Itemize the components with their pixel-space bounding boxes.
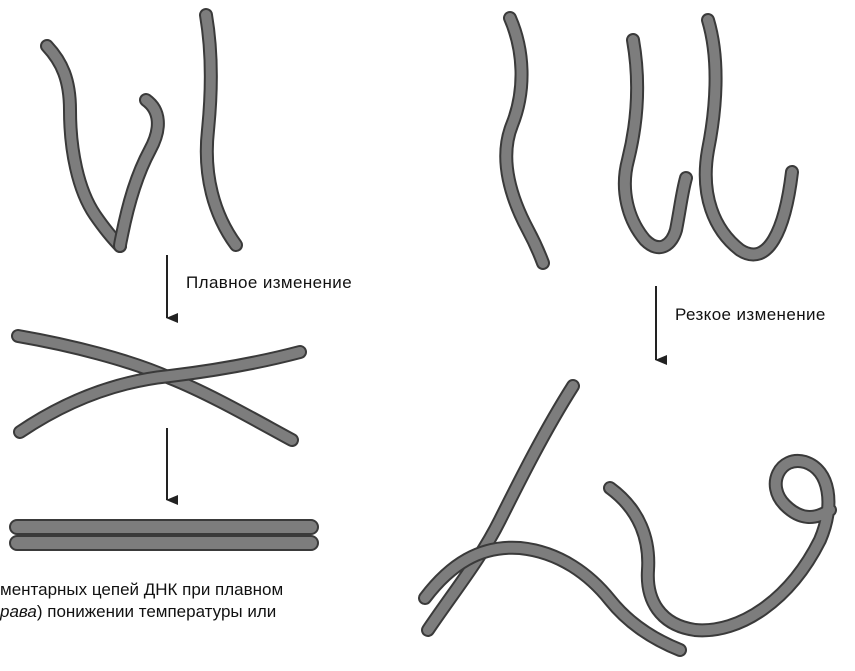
- caption-line-2-rest: ) понижении температуры или: [37, 602, 276, 621]
- dna-strand: [610, 461, 830, 630]
- left-crossing-strands: [18, 336, 300, 440]
- caption-line-1: ментарных цепей ДНК при плавном: [0, 579, 283, 601]
- dna-strand: [428, 386, 573, 630]
- left-annealed-duplex: [10, 520, 318, 550]
- caption-line-2: рава) понижении температуры или: [0, 601, 283, 623]
- dna-strand: [706, 20, 792, 255]
- figure-caption: ментарных цепей ДНК при плавном рава) по…: [0, 579, 283, 623]
- dna-strand: [206, 15, 236, 245]
- left-separated-strands: [47, 15, 236, 246]
- dna-strand: [18, 336, 292, 440]
- sharp-change-label: Резкое изменение: [675, 305, 826, 324]
- smooth-change-label: Плавное изменение: [186, 273, 352, 292]
- right-separated-strands: [506, 18, 792, 263]
- dna-strand: [625, 40, 686, 247]
- right-tangled-strands: [425, 386, 830, 650]
- dna-strand: [120, 100, 158, 246]
- dna-strand: [506, 18, 543, 263]
- dna-strand: [47, 46, 120, 246]
- caption-italic: рава: [0, 602, 37, 621]
